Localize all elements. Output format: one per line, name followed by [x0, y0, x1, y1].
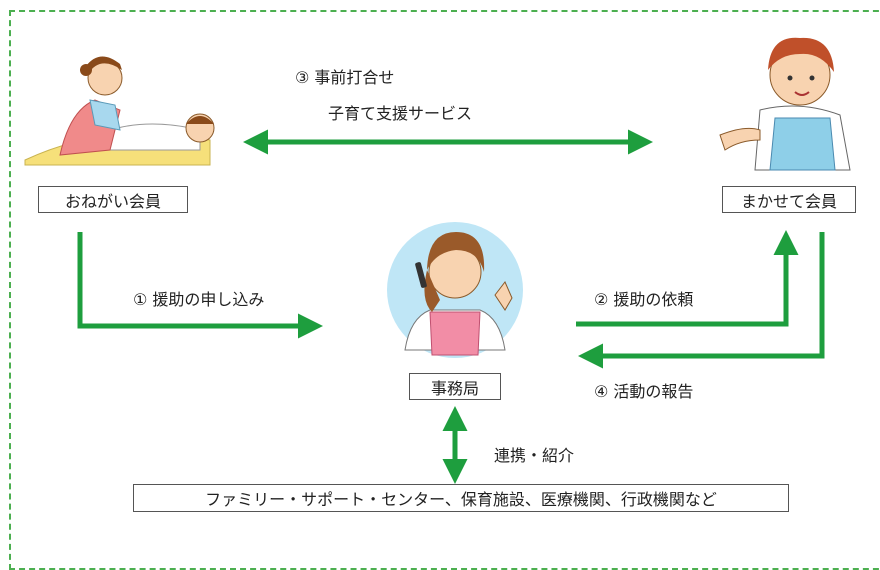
- arrow-step4: [578, 232, 825, 369]
- cooperation-label: 連携・紹介: [494, 446, 575, 465]
- step3-label: ③ 事前打合せ: [295, 68, 395, 87]
- step3-sub-label: 子育て支援サービス: [328, 104, 473, 123]
- mother-with-child-illustration: [24, 56, 215, 166]
- step4-label: ④ 活動の報告: [594, 382, 694, 401]
- partners-box: ファミリー・サポート・センター、保育施設、医療機関、行政機関など: [133, 484, 789, 512]
- helper-woman-illustration: [719, 37, 851, 171]
- step1-label: ① 援助の申し込み: [133, 290, 265, 309]
- onegai-member-box: おねがい会員: [38, 186, 188, 213]
- office-staff-phone-illustration: [387, 222, 523, 358]
- arrow-step1: [77, 232, 323, 339]
- step2-label: ② 援助の依頼: [594, 290, 694, 309]
- office-box: 事務局: [409, 373, 501, 400]
- makasete-member-box: まかせて会員: [722, 186, 856, 213]
- arrow-step2: [576, 230, 799, 327]
- diagram-graphics: [24, 37, 851, 484]
